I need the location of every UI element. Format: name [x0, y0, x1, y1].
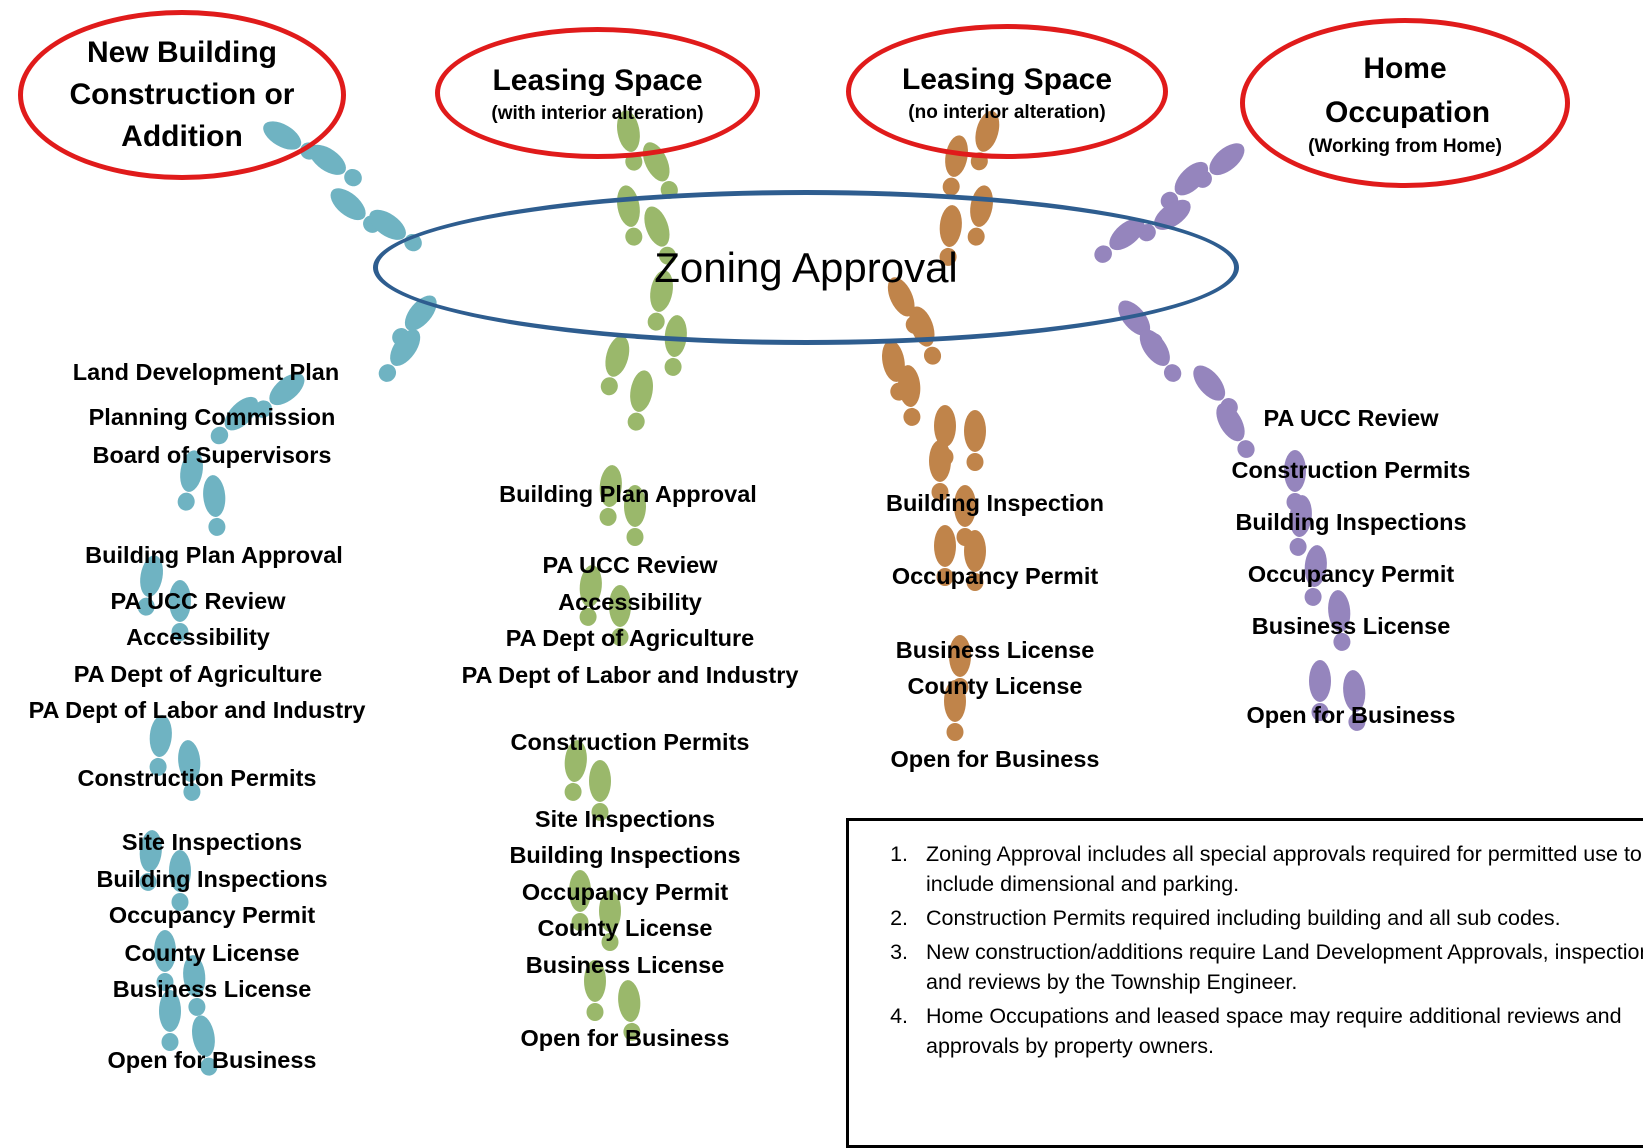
footprint-icon — [1289, 495, 1312, 556]
path-leasing-no-alteration-title: Leasing Space — [901, 62, 1113, 96]
footprint-icon — [934, 525, 956, 586]
footprint-icon — [154, 930, 176, 991]
step-label: Business License — [525, 952, 725, 978]
step-label: Board of Supervisors — [92, 442, 332, 468]
footprint-icon — [192, 1015, 218, 1076]
footprint-icon — [149, 715, 172, 776]
footprint-icon — [159, 990, 181, 1051]
step-label: Occupancy Permit — [891, 563, 1099, 589]
footprint-icon — [929, 440, 951, 501]
step-label: Planning Commission — [88, 404, 336, 430]
step-label: Construction Permits — [77, 765, 317, 791]
footprint-icon — [137, 555, 163, 616]
footprint-icon — [954, 485, 976, 546]
note-item: Construction Permits required including … — [914, 903, 1643, 933]
footprint-icon — [1309, 660, 1331, 721]
step-label: Site Inspections — [534, 806, 716, 832]
note-item: Home Occupations and leased space may re… — [914, 1001, 1643, 1061]
footprint-icon — [964, 410, 986, 471]
note-item: New construction/additions require Land … — [914, 937, 1643, 997]
step-label: Business License — [895, 637, 1095, 663]
footprint-icon — [178, 740, 201, 801]
footprint-icon — [624, 485, 646, 546]
step-label: Accessibility — [558, 589, 702, 615]
step-label: Business License — [1251, 613, 1451, 639]
footprint-icon — [569, 870, 591, 931]
notes-list: Zoning Approval includes all special app… — [859, 839, 1643, 1061]
step-label: PA Dept of Labor and Industry — [461, 662, 799, 688]
step-label: Construction Permits — [510, 729, 750, 755]
step-label: PA UCC Review — [110, 588, 286, 614]
footprint-icon — [1328, 590, 1351, 651]
footprint-icon — [618, 980, 641, 1041]
step-label: Open for Business — [1246, 702, 1456, 728]
footprint-icon — [177, 450, 203, 511]
path-home-occupation-subtitle: (Working from Home) — [1308, 136, 1502, 157]
path-new-building[interactable]: New Building Construction or Addition — [18, 10, 346, 180]
footprint-icon — [254, 373, 305, 418]
path-leasing-no-alteration[interactable]: Leasing Space (no interior alteration) — [846, 24, 1168, 159]
footprint-icon — [1343, 670, 1366, 731]
footprint-icon — [1216, 403, 1255, 458]
footprint-icon — [599, 465, 622, 526]
step-label: Building Inspection — [885, 490, 1105, 516]
step-label: Building Inspections — [96, 866, 328, 892]
path-leasing-alteration[interactable]: Leasing Space (with interior alteration) — [435, 27, 760, 159]
footprint-icon — [589, 760, 611, 821]
step-label: PA UCC Review — [542, 552, 718, 578]
step-label: County License — [537, 915, 713, 941]
step-label: Land Development Plan — [72, 359, 340, 385]
step-label: Construction Permits — [1231, 457, 1471, 483]
step-label: County License — [907, 673, 1083, 699]
footprint-icon — [203, 475, 226, 536]
step-label: PA UCC Review — [1263, 405, 1439, 431]
path-new-building-title: New Building Construction or Addition — [69, 36, 295, 153]
footprint-icon — [183, 955, 206, 1016]
footprint-icon — [600, 335, 630, 396]
zoning-approval-hub: Zoning Approval — [373, 190, 1239, 345]
footprint-icon — [584, 960, 606, 1021]
step-label: Open for Business — [520, 1025, 730, 1051]
step-label: Occupancy Permit — [521, 879, 729, 905]
step-label: PA Dept of Labor and Industry — [28, 697, 366, 723]
path-leasing-alteration-subtitle: (with interior alteration) — [491, 103, 704, 124]
footprint-icon — [898, 365, 921, 426]
footprint-icon — [1139, 329, 1182, 382]
step-label: PA Dept of Agriculture — [73, 661, 323, 687]
step-label: County License — [124, 940, 300, 966]
footprint-icon — [599, 890, 621, 951]
step-label: Building Inspections — [1235, 509, 1467, 535]
footprint-icon — [169, 580, 191, 641]
step-label: Occupancy Permit — [108, 902, 316, 928]
path-leasing-alteration-title: Leasing Space — [492, 64, 703, 97]
footprint-icon — [210, 396, 259, 445]
footprint-icon — [627, 370, 653, 431]
path-leasing-no-alteration-subtitle: (no interior alteration) — [908, 101, 1106, 123]
footprint-icon — [579, 565, 602, 626]
step-label: Building Plan Approval — [499, 481, 757, 507]
step-label: Occupancy Permit — [1247, 561, 1455, 587]
step-label: PA Dept of Agriculture — [505, 625, 755, 651]
step-label: Open for Business — [890, 746, 1100, 772]
step-label: Business License — [112, 976, 312, 1002]
footprint-icon — [139, 830, 162, 891]
footprint-icon — [1304, 545, 1327, 606]
footprint-icon — [609, 585, 631, 646]
note-item: Zoning Approval includes all special app… — [914, 839, 1643, 899]
footprint-icon — [964, 530, 986, 591]
step-label: Building Plan Approval — [85, 542, 343, 568]
step-label: Accessibility — [126, 624, 270, 650]
step-label: Open for Business — [107, 1047, 317, 1073]
notes-box: Zoning Approval includes all special app… — [846, 818, 1643, 1148]
footprint-icon — [169, 850, 191, 911]
footprint-icon — [944, 680, 966, 741]
footprint-icon — [309, 144, 362, 187]
zoning-approval-label: Zoning Approval — [654, 243, 958, 291]
path-home-occupation[interactable]: Home Occupation (Working from Home) — [1240, 18, 1570, 188]
path-home-occupation-title: Home Occupation — [1325, 52, 1491, 129]
step-label: Building Inspections — [509, 842, 741, 868]
footprint-icon — [564, 740, 587, 801]
footprint-icon — [378, 329, 421, 382]
step-label: Site Inspections — [121, 829, 303, 855]
